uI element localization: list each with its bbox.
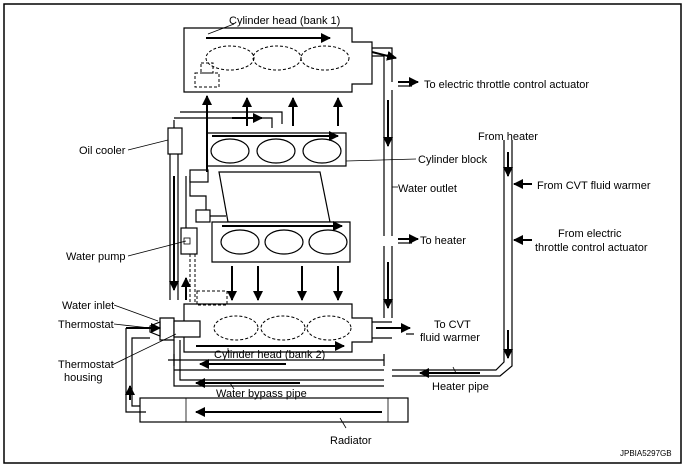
label-to-cvt-line2: fluid warmer [420, 332, 480, 344]
label-heater-pipe: Heater pipe [432, 381, 489, 393]
label-cylinder-head-bank2: Cylinder head (bank 2) [214, 349, 325, 361]
label-radiator: Radiator [330, 435, 372, 447]
water-pump [180, 169, 226, 304]
label-water-inlet: Water inlet [62, 300, 114, 312]
label-water-bypass-pipe: Water bypass pipe [216, 388, 307, 400]
label-oil-cooler: Oil cooler [79, 145, 126, 157]
thermostat-housing [126, 317, 201, 341]
label-water-pump: Water pump [66, 251, 126, 263]
label-water-outlet: Water outlet [398, 183, 457, 195]
flow-arrows [169, 95, 343, 301]
heater-pipe [392, 140, 532, 378]
figure-code: JPBIA5297GB [620, 449, 672, 458]
radiator [125, 328, 409, 423]
cylinder-head-bank2 [183, 290, 373, 353]
label-cylinder-block: Cylinder block [418, 154, 488, 166]
label-thermostat-housing-line2: housing [64, 372, 103, 384]
label-to-heater: To heater [420, 235, 466, 247]
diagram-frame [3, 3, 682, 464]
label-from-heater: From heater [478, 131, 538, 143]
oil-cooler [167, 111, 283, 300]
label-to-electric-throttle: To electric throttle control actuator [424, 79, 589, 91]
cylinder-head-bank1 [183, 27, 373, 93]
cylinder-block [206, 131, 351, 263]
water-bypass-pipe [168, 340, 385, 388]
label-from-cvt-fluid-warmer: From CVT fluid warmer [537, 180, 651, 192]
label-thermostat: Thermostat [58, 319, 114, 331]
label-from-electric-line2: throttle control actuator [535, 242, 648, 254]
water-outlet [371, 47, 419, 339]
label-cylinder-head-bank1: Cylinder head (bank 1) [229, 15, 340, 27]
label-from-electric-line1: From electric [558, 228, 622, 240]
leader-lines [111, 23, 457, 429]
label-to-cvt-line1: To CVT [434, 319, 471, 331]
label-thermostat-housing-line1: Thermostat [58, 359, 114, 371]
